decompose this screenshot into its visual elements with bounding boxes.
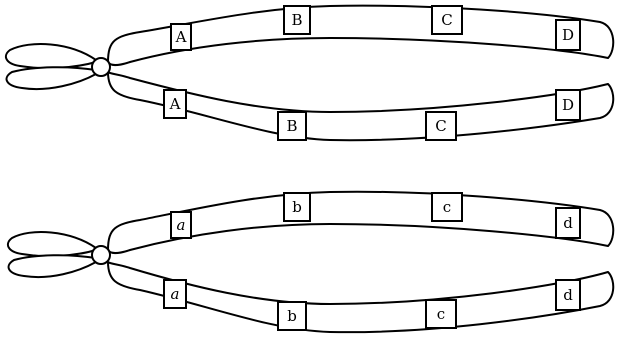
upper-pair-bottom-arm-locus-b2: B bbox=[278, 112, 306, 140]
gene-label: D bbox=[562, 96, 574, 114]
upper-pair-bottom-arm-locus-c3: C bbox=[426, 112, 456, 140]
upper-pair-centromere bbox=[92, 58, 110, 76]
gene-label: d bbox=[563, 214, 573, 232]
upper-pair-top-arm-locus-b2: B bbox=[284, 6, 310, 34]
gene-label: c bbox=[437, 305, 445, 323]
gene-loci-layer: A B C D A B C Da b c d a b c d bbox=[164, 6, 580, 330]
lower-pair-top-arm-locus-c3: c bbox=[432, 193, 462, 221]
lower-pair-top-arm-locus-a1: a bbox=[171, 212, 191, 238]
lower-pair-top-arm-locus-d4: d bbox=[556, 208, 580, 238]
lower-pair-short-arm-bottom bbox=[9, 255, 96, 277]
upper-pair-top-arm-locus-d4: D bbox=[556, 20, 580, 50]
gene-label: a bbox=[177, 216, 186, 234]
gene-label: c bbox=[443, 198, 451, 216]
lower-pair-bottom-arm-locus-d4: d bbox=[556, 280, 580, 310]
upper-pair-short-arm-bottom bbox=[7, 67, 96, 89]
lower-pair-bottom-arm-locus-b2: b bbox=[278, 302, 306, 330]
gene-label: B bbox=[291, 11, 302, 29]
lower-pair-centromere bbox=[92, 246, 110, 264]
gene-label: b bbox=[287, 307, 297, 325]
upper-pair-bottom-arm-locus-a1: A bbox=[164, 90, 186, 118]
lower-pair-bottom-arm-locus-c3: c bbox=[426, 300, 456, 328]
lower-pair-short-arm-top bbox=[8, 232, 96, 256]
upper-pair-short-arm-top bbox=[6, 44, 96, 68]
upper-pair-top-arm-locus-c3: C bbox=[432, 6, 462, 34]
gene-label: b bbox=[292, 198, 302, 216]
gene-label: C bbox=[435, 117, 446, 135]
gene-label: A bbox=[169, 95, 181, 113]
lower-pair-bottom-arm-locus-a1: a bbox=[164, 280, 186, 308]
gene-label: d bbox=[563, 286, 573, 304]
gene-label: C bbox=[441, 11, 452, 29]
upper-pair-top-arm-locus-a1: A bbox=[171, 24, 191, 50]
gene-label: D bbox=[562, 26, 574, 44]
gene-label: A bbox=[175, 28, 187, 46]
gene-label: B bbox=[286, 117, 297, 135]
gene-label: a bbox=[171, 285, 180, 303]
lower-pair-top-arm-locus-b2: b bbox=[284, 193, 310, 221]
upper-pair-bottom-arm-locus-d4: D bbox=[556, 90, 580, 120]
